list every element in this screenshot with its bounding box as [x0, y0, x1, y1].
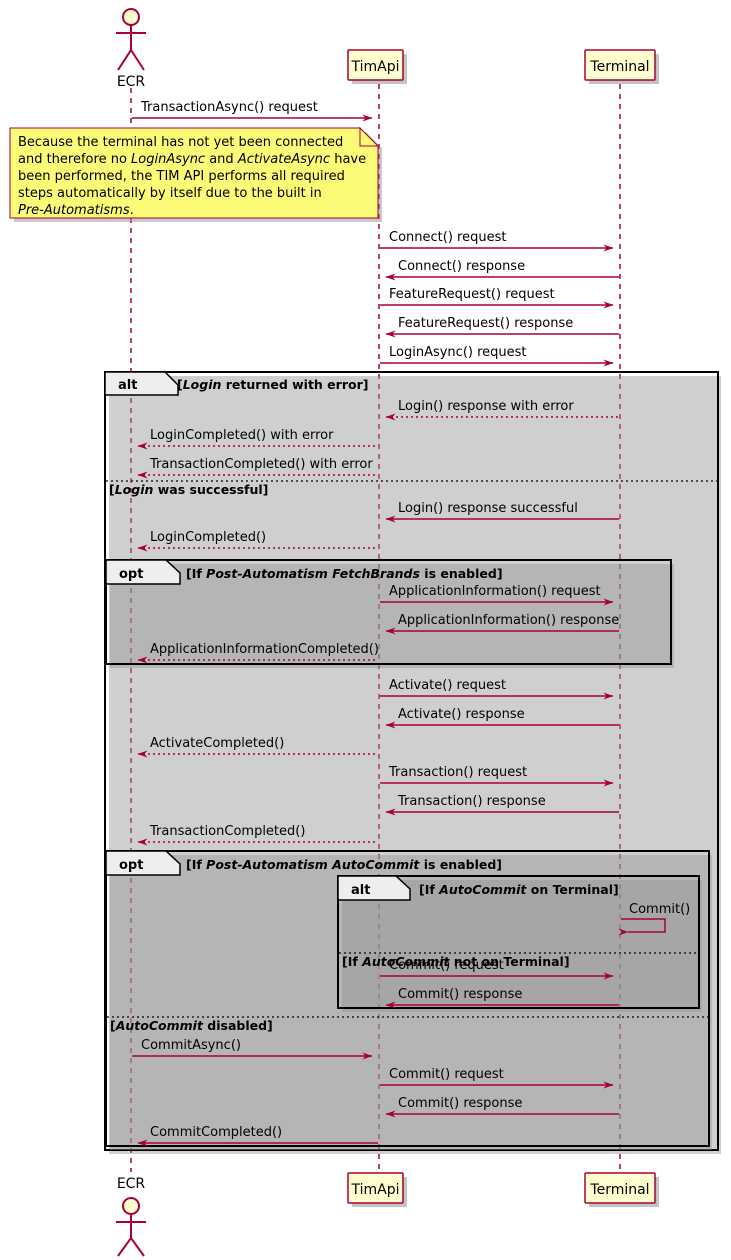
fragment-alt-autocommit-terminal: alt [If AutoCommit on Terminal] [If Auto… — [337, 875, 702, 1012]
message-label: Connect() response — [398, 259, 525, 274]
message-label: ApplicationInformation() response — [398, 613, 619, 628]
message-m12: ApplicationInformation() request — [380, 584, 614, 606]
message-m10: Login() response successful — [385, 501, 619, 523]
message-m24: CommitAsync() — [132, 1038, 373, 1060]
message-label: Commit() request — [389, 958, 504, 973]
fragment-opt-fetchbrands: opt [If Post-Automatism FetchBrands is e… — [105, 559, 674, 668]
fragment-alt-login: alt [Login returned with error] [Login w… — [104, 371, 721, 1154]
message-label: TransactionCompleted() — [149, 824, 305, 839]
message-m13: ApplicationInformation() response — [385, 613, 619, 635]
message-m27: CommitCompleted() — [137, 1125, 378, 1147]
message-label: FeatureRequest() response — [398, 316, 573, 331]
message-m11: LoginCompleted() — [137, 530, 378, 552]
fragment-condition-2: [Login was successful] — [109, 482, 268, 497]
fragment-tab-label: opt — [119, 858, 143, 873]
actor-label: ECR — [117, 1176, 146, 1192]
message-label: Transaction() response — [397, 794, 546, 809]
message-label: Activate() response — [398, 707, 525, 722]
message-m1: TransactionAsync() request — [132, 100, 373, 122]
message-label: Commit() — [629, 902, 690, 917]
participant-terminal-bottom[interactable]: Terminal — [584, 1172, 659, 1207]
message-m18: Transaction() request — [380, 765, 614, 787]
participant-timapi-top[interactable]: TimApi — [347, 49, 407, 84]
participant-terminal-top[interactable]: Terminal — [584, 49, 659, 84]
message-m25: Commit() request — [380, 1067, 614, 1089]
message-label: FeatureRequest() request — [389, 287, 555, 302]
message-label: TransactionAsync() request — [140, 100, 318, 115]
fragment-opt-autocommit: opt [If Post-Automatism AutoCommit is en… — [105, 850, 712, 1150]
message-label: Activate() request — [389, 678, 506, 693]
message-label: LoginCompleted() with error — [150, 428, 334, 443]
message-m5: FeatureRequest() response — [385, 316, 619, 338]
note-line-2: been performed, the TIM API performs all… — [18, 169, 345, 184]
messages: TransactionAsync() request Connect() req… — [132, 100, 690, 1147]
message-label: ApplicationInformationCompleted() — [150, 642, 379, 657]
message-label: Commit() response — [398, 1096, 522, 1111]
message-m20: TransactionCompleted() — [137, 824, 378, 846]
message-label: Login() response with error — [398, 399, 574, 414]
participant-label: TimApi — [350, 1182, 399, 1198]
note-line-1: and therefore no LoginAsync and Activate… — [18, 152, 366, 167]
message-m15: Activate() request — [380, 678, 614, 700]
message-label: Connect() request — [389, 230, 506, 245]
message-m3: Connect() response — [385, 259, 619, 281]
message-m2: Connect() request — [380, 230, 614, 252]
participant-label: TimApi — [350, 59, 399, 75]
message-m7: Login() response with error — [385, 399, 619, 421]
actor-ecr-top[interactable]: ECR — [116, 8, 146, 90]
note-pre-automatisms: Because the terminal has not yet been co… — [9, 126, 382, 222]
message-label: Commit() request — [389, 1067, 504, 1082]
fragment-condition-5: [If AutoCommit on Terminal] — [419, 882, 619, 897]
participant-label: Terminal — [589, 59, 649, 75]
message-label: ActivateCompleted() — [150, 736, 284, 751]
fragment-tab-label: alt — [118, 378, 137, 393]
message-label: Transaction() request — [388, 765, 527, 780]
actor-ecr-bottom[interactable]: ECR — [116, 1176, 146, 1257]
message-m9: TransactionCompleted() with error — [137, 457, 378, 479]
message-m14: ApplicationInformationCompleted() — [137, 642, 379, 664]
message-m21-self: Commit() — [618, 902, 690, 936]
message-label: Login() response successful — [398, 501, 578, 516]
message-m23: Commit() response — [385, 987, 619, 1009]
fragment-condition-1: [Login returned with error] — [177, 377, 368, 392]
fragment-condition-4: [If Post-Automatism AutoCommit is enable… — [186, 857, 502, 872]
lifelines — [130, 84, 621, 1172]
fragment-tab-label: alt — [351, 883, 370, 898]
fragment-condition-7: [AutoCommit disabled] — [110, 1018, 273, 1033]
note-line-3: steps automatically by itself due to the… — [18, 186, 322, 201]
message-label: TransactionCompleted() with error — [149, 457, 373, 472]
message-m16: Activate() response — [385, 707, 619, 729]
fragment-condition-3: [If Post-Automatism FetchBrands is enabl… — [186, 566, 503, 581]
message-label: LoginCompleted() — [150, 530, 266, 545]
message-m6: LoginAsync() request — [380, 345, 614, 367]
note-line-4: Pre-Automatisms. — [18, 203, 134, 218]
message-m19: Transaction() response — [385, 794, 619, 816]
message-label: CommitCompleted() — [150, 1125, 282, 1140]
participant-timapi-bottom[interactable]: TimApi — [347, 1172, 407, 1207]
message-label: ApplicationInformation() request — [389, 584, 601, 599]
message-m26: Commit() response — [385, 1096, 619, 1118]
fragment-tab-label: opt — [119, 567, 143, 582]
message-label: Commit() response — [398, 987, 522, 1002]
note-line-0: Because the terminal has not yet been co… — [18, 135, 343, 150]
actor-label: ECR — [117, 74, 146, 90]
message-m22: Commit() request — [380, 958, 614, 980]
message-m17: ActivateCompleted() — [137, 736, 378, 758]
message-label: CommitAsync() — [141, 1038, 241, 1053]
message-label: LoginAsync() request — [389, 345, 527, 360]
fragment-condition-6: [If AutoCommit not on Terminal] — [342, 954, 570, 969]
participant-label: Terminal — [589, 1182, 649, 1198]
message-m4: FeatureRequest() request — [380, 287, 614, 309]
message-m8: LoginCompleted() with error — [137, 428, 378, 450]
